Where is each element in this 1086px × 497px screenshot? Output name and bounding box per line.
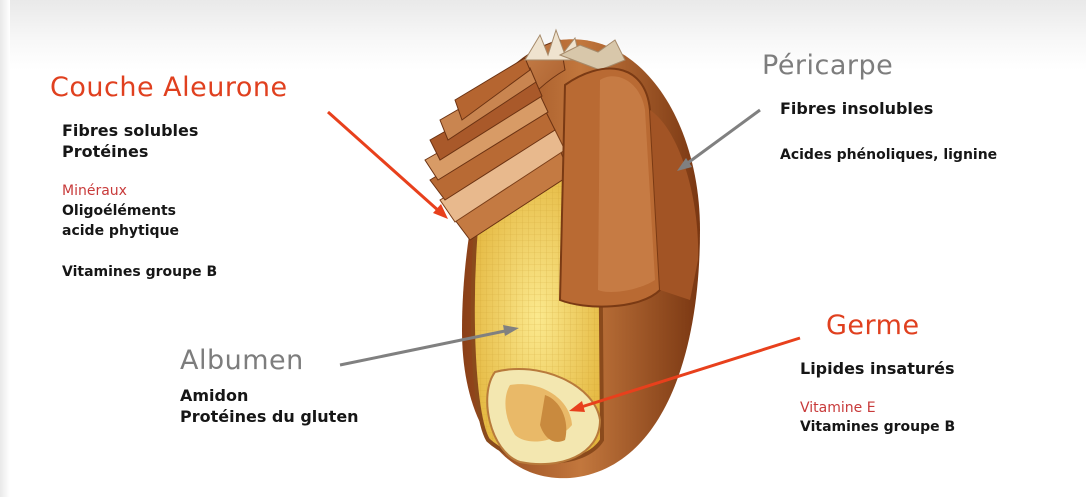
albumen-line-2: Protéines du gluten (180, 406, 359, 427)
arrow-pericarpe (677, 110, 760, 171)
germe-line-2: Vitamines groupe B (800, 417, 955, 437)
germe-vitamine-e: Vitamine E (800, 398, 876, 418)
couche-aleurone-line-2: Protéines (62, 141, 148, 162)
germe-line-1: Lipides insaturés (800, 358, 955, 379)
pericarpe-title: Péricarpe (762, 50, 893, 81)
couche-aleurone-oligoelements: Oligoéléments (62, 201, 176, 221)
couche-aleurone-title: Couche Aleurone (50, 72, 288, 103)
couche-aleurone-vitamines: Vitamines groupe B (62, 262, 217, 282)
couche-aleurone-acide-phytique: acide phytique (62, 221, 179, 241)
albumen-line-1: Amidon (180, 385, 248, 406)
pericarpe-line-1: Fibres insolubles (780, 98, 933, 119)
couche-aleurone-mineraux: Minéraux (62, 181, 127, 201)
albumen-title: Albumen (180, 345, 304, 376)
germe-title: Germe (826, 310, 920, 341)
pericarp-panel (560, 69, 698, 307)
couche-aleurone-line-1: Fibres solubles (62, 120, 198, 141)
pericarpe-line-2: Acides phénoliques, lignine (780, 145, 997, 165)
